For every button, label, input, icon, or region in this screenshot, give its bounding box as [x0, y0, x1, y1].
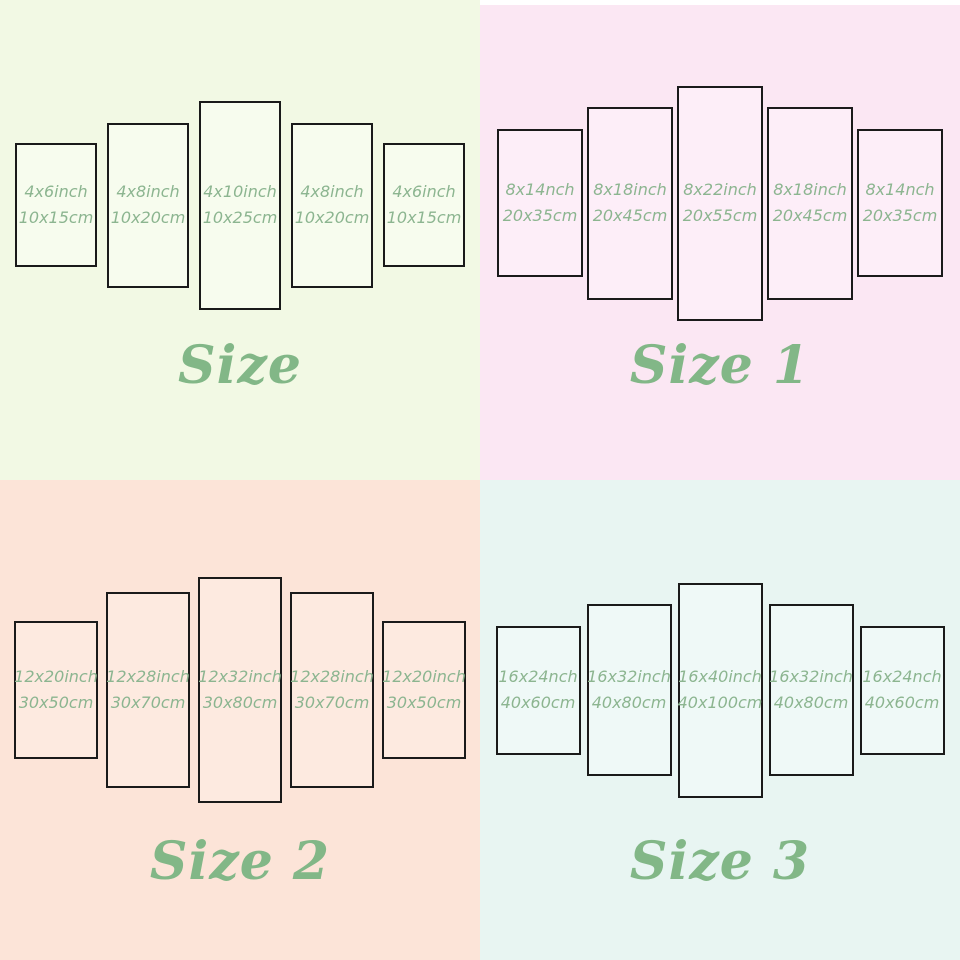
panel-size-cm: 20x45cm: [592, 206, 668, 225]
panel-size-cm: 10x15cm: [18, 208, 94, 227]
canvas-panel: 4x8inch 10x20cm: [291, 122, 373, 288]
panel-size-inch: 16x32inch: [587, 667, 671, 686]
quadrant-size-1: 8x14nch 20x35cm 8x18inch 20x45cm 8x22inc…: [480, 0, 960, 480]
canvas-panel: 12x28inch 30x70cm: [106, 592, 190, 788]
canvas-panel: 12x20inch 30x50cm: [14, 621, 98, 759]
panel-size-cm: 10x25cm: [202, 208, 278, 227]
panel-size-inch: 12x20inch: [14, 667, 98, 686]
panel-size-inch: 12x32inch: [198, 667, 282, 686]
canvas-panel: 12x20inch 30x50cm: [382, 621, 466, 759]
panel-size-inch: 16x24nch: [862, 667, 942, 686]
canvas-panel: 4x10inch 10x25cm: [199, 100, 281, 310]
quadrant-title: Size: [178, 335, 302, 396]
panel-size-inch: 12x20inch: [382, 667, 466, 686]
panel-size-cm: 10x15cm: [386, 208, 462, 227]
canvas-panel: 8x14nch 20x35cm: [497, 129, 583, 277]
panel-size-inch: 12x28inch: [106, 667, 190, 686]
panel-size-inch: 4x8inch: [116, 182, 180, 201]
panel-size-cm: 10x20cm: [110, 208, 186, 227]
white-edge-strip: [480, 0, 960, 5]
quadrant-title: Size 3: [629, 831, 811, 892]
panel-size-inch: 8x18inch: [773, 180, 847, 199]
quadrant-size: 4x6inch 10x15cm 4x8inch 10x20cm 4x10inch…: [0, 0, 480, 480]
panel-size-cm: 20x45cm: [772, 206, 848, 225]
panel-size-cm: 40x80cm: [773, 693, 849, 712]
panel-row: 12x20inch 30x50cm 12x28inch 30x70cm 12x3…: [0, 480, 480, 900]
canvas-panel: 12x32inch 30x80cm: [198, 577, 282, 803]
quadrant-size-3: 16x24nch 40x60cm 16x32inch 40x80cm 16x40…: [480, 480, 960, 960]
canvas-panel: 12x28inch 30x70cm: [290, 592, 374, 788]
panel-size-cm: 40x80cm: [591, 693, 667, 712]
panel-size-inch: 8x14nch: [505, 180, 575, 199]
panel-row: 4x6inch 10x15cm 4x8inch 10x20cm 4x10inch…: [0, 0, 480, 410]
canvas-panel: 4x8inch 10x20cm: [107, 122, 189, 288]
panel-size-inch: 8x14nch: [865, 180, 935, 199]
panel-size-inch: 16x32inch: [769, 667, 853, 686]
panel-size-cm: 40x60cm: [864, 693, 940, 712]
panel-size-inch: 4x6inch: [24, 182, 88, 201]
panel-size-inch: 4x8inch: [300, 182, 364, 201]
panel-size-inch: 16x24nch: [498, 667, 578, 686]
canvas-panel: 8x14nch 20x35cm: [857, 129, 943, 277]
panel-size-cm: 20x35cm: [502, 206, 578, 225]
panel-size-cm: 20x55cm: [682, 206, 758, 225]
quadrant-size-2: 12x20inch 30x50cm 12x28inch 30x70cm 12x3…: [0, 480, 480, 960]
canvas-panel: 16x40inch 40x100cm: [677, 582, 763, 798]
panel-size-inch: 8x22inch: [683, 180, 757, 199]
panel-size-inch: 8x18inch: [593, 180, 667, 199]
panel-size-cm: 20x35cm: [862, 206, 938, 225]
canvas-panel: 8x18inch 20x45cm: [767, 106, 853, 300]
panel-size-cm: 40x100cm: [677, 693, 763, 712]
panel-row: 8x14nch 20x35cm 8x18inch 20x45cm 8x22inc…: [480, 0, 960, 406]
canvas-panel: 8x18inch 20x45cm: [587, 106, 673, 300]
quadrant-title: Size 1: [629, 335, 811, 396]
panel-size-inch: 12x28inch: [290, 667, 374, 686]
canvas-panel: 4x6inch 10x15cm: [15, 143, 97, 267]
panel-size-inch: 16x40inch: [678, 667, 762, 686]
panel-size-cm: 30x50cm: [18, 693, 94, 712]
panel-row: 16x24nch 40x60cm 16x32inch 40x80cm 16x40…: [480, 480, 960, 900]
canvas-panel: 4x6inch 10x15cm: [383, 143, 465, 267]
panel-size-cm: 30x70cm: [294, 693, 370, 712]
panel-size-cm: 30x80cm: [202, 693, 278, 712]
panel-size-inch: 4x6inch: [392, 182, 456, 201]
panel-size-cm: 40x60cm: [500, 693, 576, 712]
canvas-panel: 16x32inch 40x80cm: [586, 604, 672, 776]
canvas-panel: 16x32inch 40x80cm: [768, 604, 854, 776]
quadrant-title: Size 2: [149, 831, 331, 892]
canvas-panel: 16x24nch 40x60cm: [495, 625, 581, 755]
panel-size-cm: 10x20cm: [294, 208, 370, 227]
panel-size-cm: 30x50cm: [386, 693, 462, 712]
canvas-panel: 8x22inch 20x55cm: [677, 85, 763, 321]
canvas-panel: 16x24nch 40x60cm: [859, 625, 945, 755]
panel-size-inch: 4x10inch: [203, 182, 277, 201]
panel-size-cm: 30x70cm: [110, 693, 186, 712]
